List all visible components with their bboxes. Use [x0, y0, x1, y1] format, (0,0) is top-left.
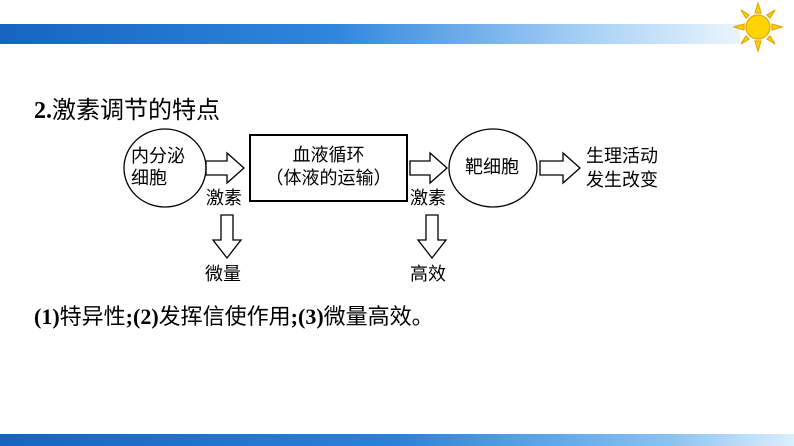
blood-circulation-label-2: （体液的运输） [265, 168, 392, 189]
high-efficiency-label: 高效 [410, 264, 446, 285]
bottom-decorative-bar [0, 434, 794, 446]
feature-3-number: (3) [298, 304, 324, 329]
result-label-1: 生理活动 [586, 146, 658, 167]
heading-number: 2. [34, 98, 52, 124]
result-label-2: 发生改变 [586, 170, 658, 191]
arrow-to-result [539, 151, 581, 185]
arrow-down-efficient [416, 214, 448, 260]
blood-circulation-label-1: 血液循环 [292, 145, 365, 166]
blood-circulation-box [249, 134, 408, 202]
feature-2-text: 发挥信使作用 [158, 304, 291, 329]
hormone-label-1: 激素 [206, 188, 242, 209]
features-summary: (1)特异性;(2)发挥信使作用;(3)微量高效。 [34, 299, 434, 331]
section-heading: 2.激素调节的特点 [34, 90, 220, 125]
feature-2-separator: ; [290, 304, 298, 329]
target-cell-label: 靶细胞 [465, 157, 519, 178]
sun-icon [733, 2, 783, 52]
target-cell-node [448, 128, 538, 208]
feature-2-number: (2) [133, 304, 159, 329]
feature-1-number: (1) [34, 304, 60, 329]
endocrine-cell-label-2: 细胞 [131, 168, 167, 189]
feature-1-separator: ; [125, 304, 133, 329]
feature-3-text: 微量高效。 [323, 304, 434, 329]
top-decorative-bar [0, 24, 740, 44]
heading-text: 激素调节的特点 [52, 96, 220, 124]
arrow-to-target [409, 151, 448, 185]
trace-amount-label: 微量 [205, 264, 241, 285]
hormone-label-2: 激素 [410, 188, 446, 209]
endocrine-cell-label-1: 内分泌 [131, 146, 185, 167]
arrow-down-trace [211, 214, 243, 260]
feature-1-text: 特异性 [59, 304, 126, 329]
arrow-to-blood [205, 151, 245, 185]
